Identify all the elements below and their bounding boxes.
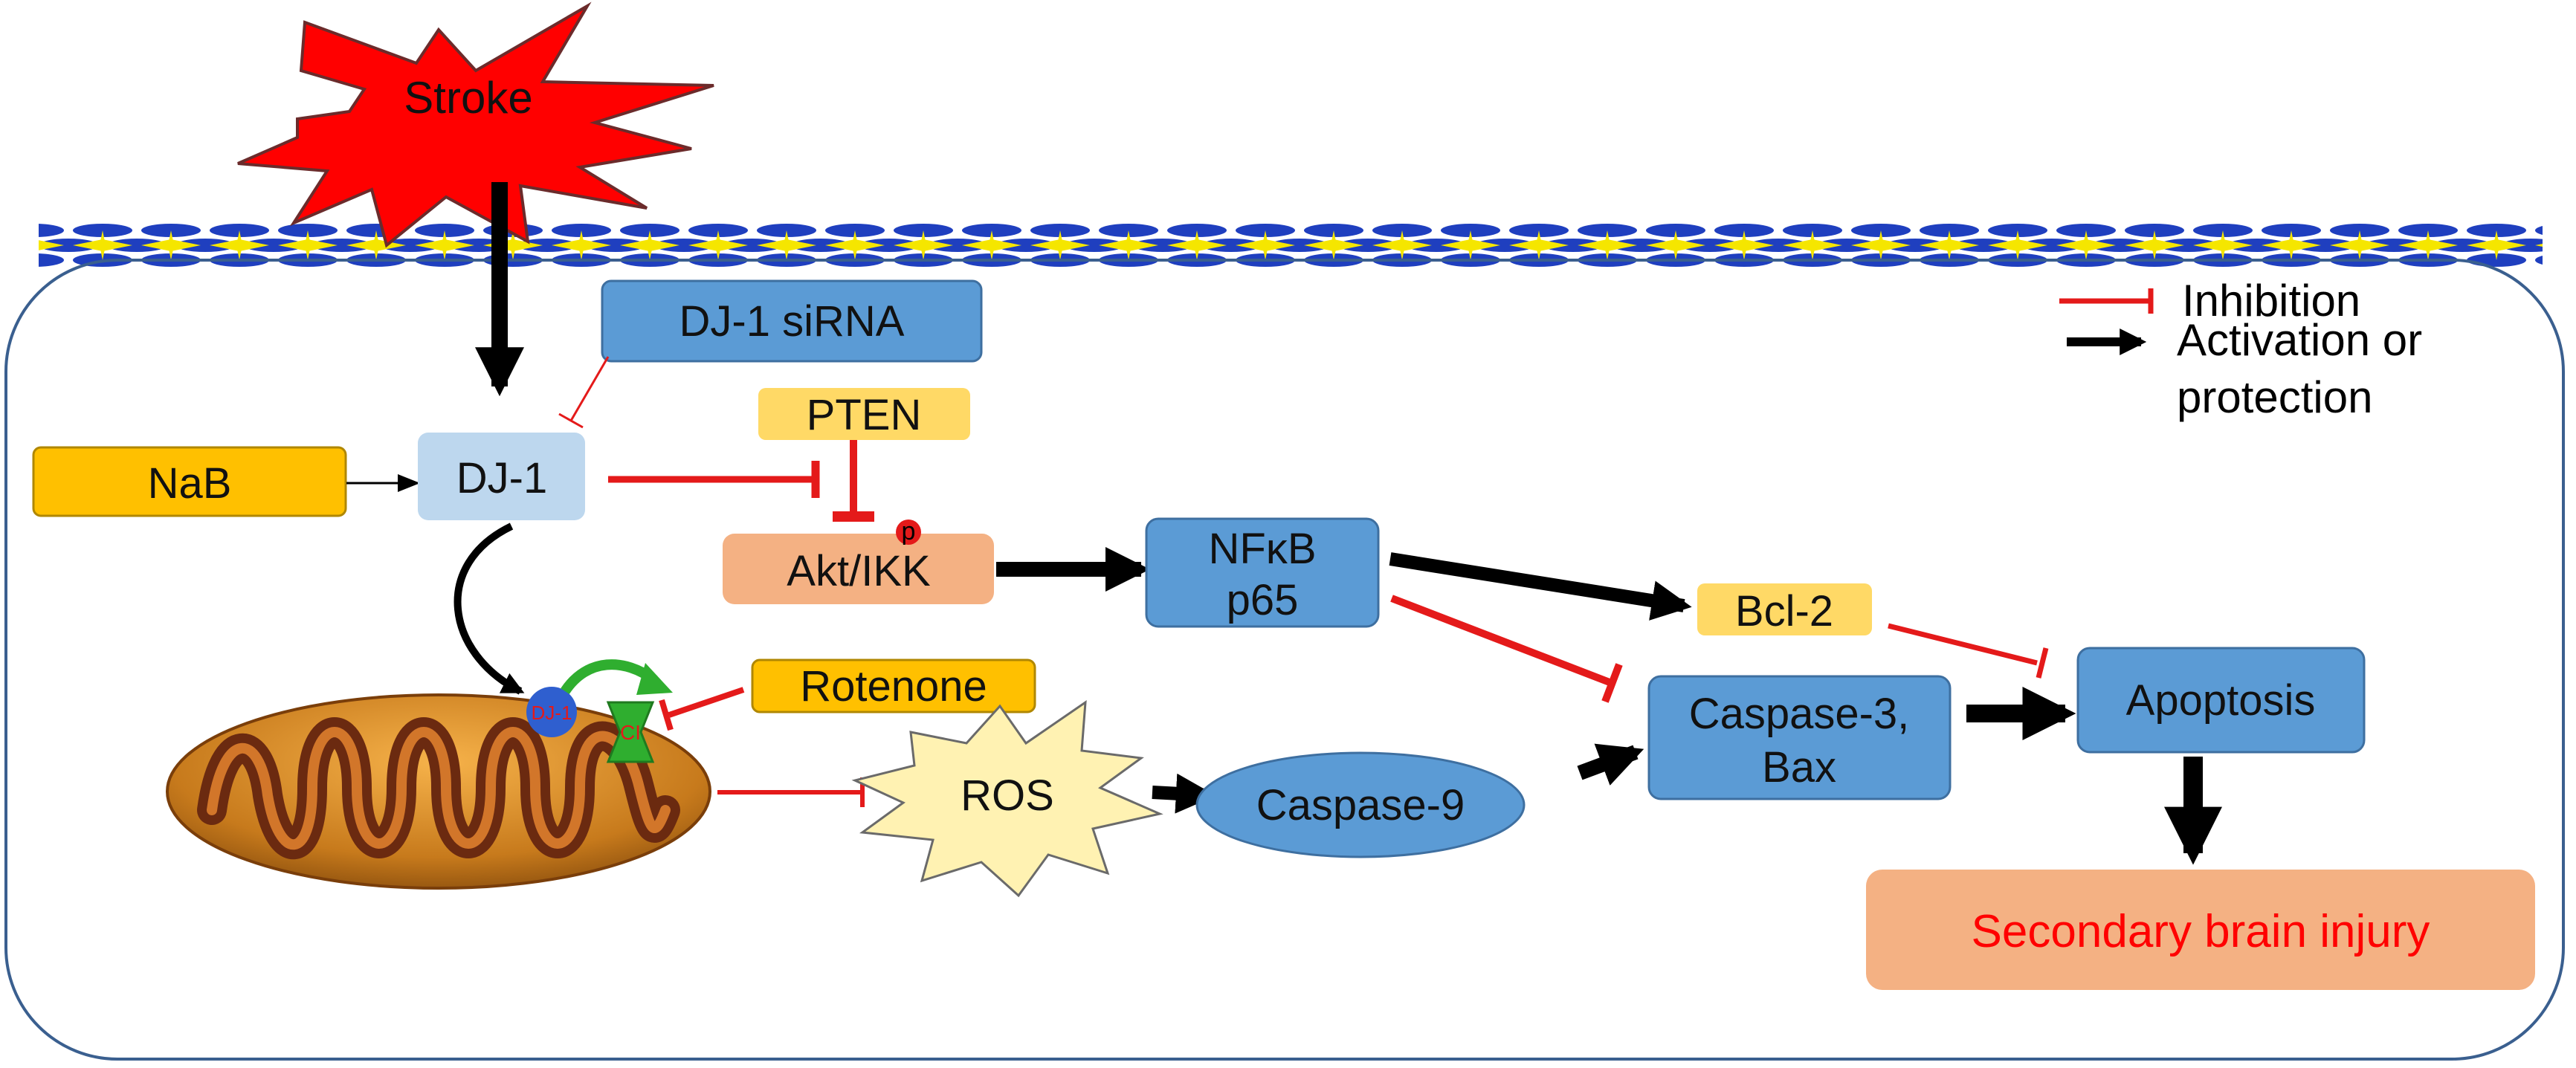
caspase9-label: Caspase-9: [1256, 781, 1465, 829]
inhibit-bcl2-apoptosis-bar: [2036, 647, 2049, 679]
bcl2-label: Bcl-2: [1735, 587, 1833, 635]
inhibit-nfkb-casp3-bar: [1601, 663, 1623, 703]
dj1-sirna-box: [601, 279, 983, 363]
akt-box: [723, 534, 994, 604]
mito-cristae-highlight: [207, 727, 671, 850]
casp3-box: [1647, 675, 1952, 800]
inhibit-bcl2-apoptosis: [1888, 623, 2038, 666]
bcl2-box: [1697, 583, 1872, 635]
mito-dj1-label: DJ-1: [532, 702, 572, 724]
inhibit-nfkb-casp3: [1390, 595, 1611, 686]
mito-ci-label: CI: [620, 721, 641, 744]
nab-label: NaB: [148, 459, 232, 508]
dj1-box: [418, 433, 585, 520]
green-arrowhead: [636, 663, 673, 695]
ros-burst: ROS: [851, 699, 1163, 898]
legend-inhibition-label: Inhibition: [2182, 276, 2360, 326]
pten-box: [758, 388, 970, 440]
apoptosis-label: Apoptosis: [2126, 676, 2316, 725]
legend: Inhibition Activation or protection: [2059, 276, 2422, 422]
akt-label: Akt/IKK: [787, 547, 931, 595]
pten-label: PTEN: [807, 391, 922, 439]
inhibit-rotenone-ci-bar: [659, 699, 674, 731]
nab-box: [32, 446, 347, 517]
secondary-injury-box: [1866, 870, 2535, 990]
rotenone-box: [751, 658, 1036, 713]
ros-label: ROS: [961, 771, 1054, 820]
stroke-burst: Stroke: [237, 1, 714, 248]
apoptosis-box: [2076, 647, 2366, 754]
casp3-label-1: Caspase-3,: [1689, 690, 1910, 738]
arrow-dj1-mito: [453, 522, 525, 695]
inhibit-sirna-dj1-bar: [558, 412, 584, 429]
nfkb-label-2: p65: [1227, 576, 1299, 624]
phospho-dot: [896, 520, 921, 545]
nfkb-label-1: NFκB: [1209, 525, 1317, 573]
legend-activation-label-1: Activation or: [2177, 315, 2422, 365]
inhibit-rotenone-ci: [668, 687, 745, 718]
stroke-label: Stroke: [404, 73, 532, 123]
arrow-nfkb-bcl2: [1389, 552, 1692, 621]
cell-boundary: [4, 259, 2565, 1061]
secondary-injury-label: Secondary brain injury: [1972, 906, 2430, 957]
dj1-sirna-label: DJ-1 siRNA: [679, 297, 905, 346]
mito-dj1-dot: [526, 687, 577, 737]
phospho-label: p: [902, 517, 916, 546]
nfkb-box: [1145, 517, 1380, 628]
dj1-label: DJ-1: [456, 454, 547, 502]
arrow-casp9-casp3: [1577, 743, 1644, 786]
inhibit-sirna-dj1: [569, 356, 610, 421]
caspase9-ellipse: [1195, 751, 1526, 858]
complex-i: CI: [606, 701, 655, 763]
legend-activation-label-2: protection: [2177, 372, 2373, 422]
mitochondrion: [166, 693, 711, 890]
casp3-label-2: Bax: [1762, 743, 1836, 792]
rotenone-label: Rotenone: [800, 662, 987, 711]
